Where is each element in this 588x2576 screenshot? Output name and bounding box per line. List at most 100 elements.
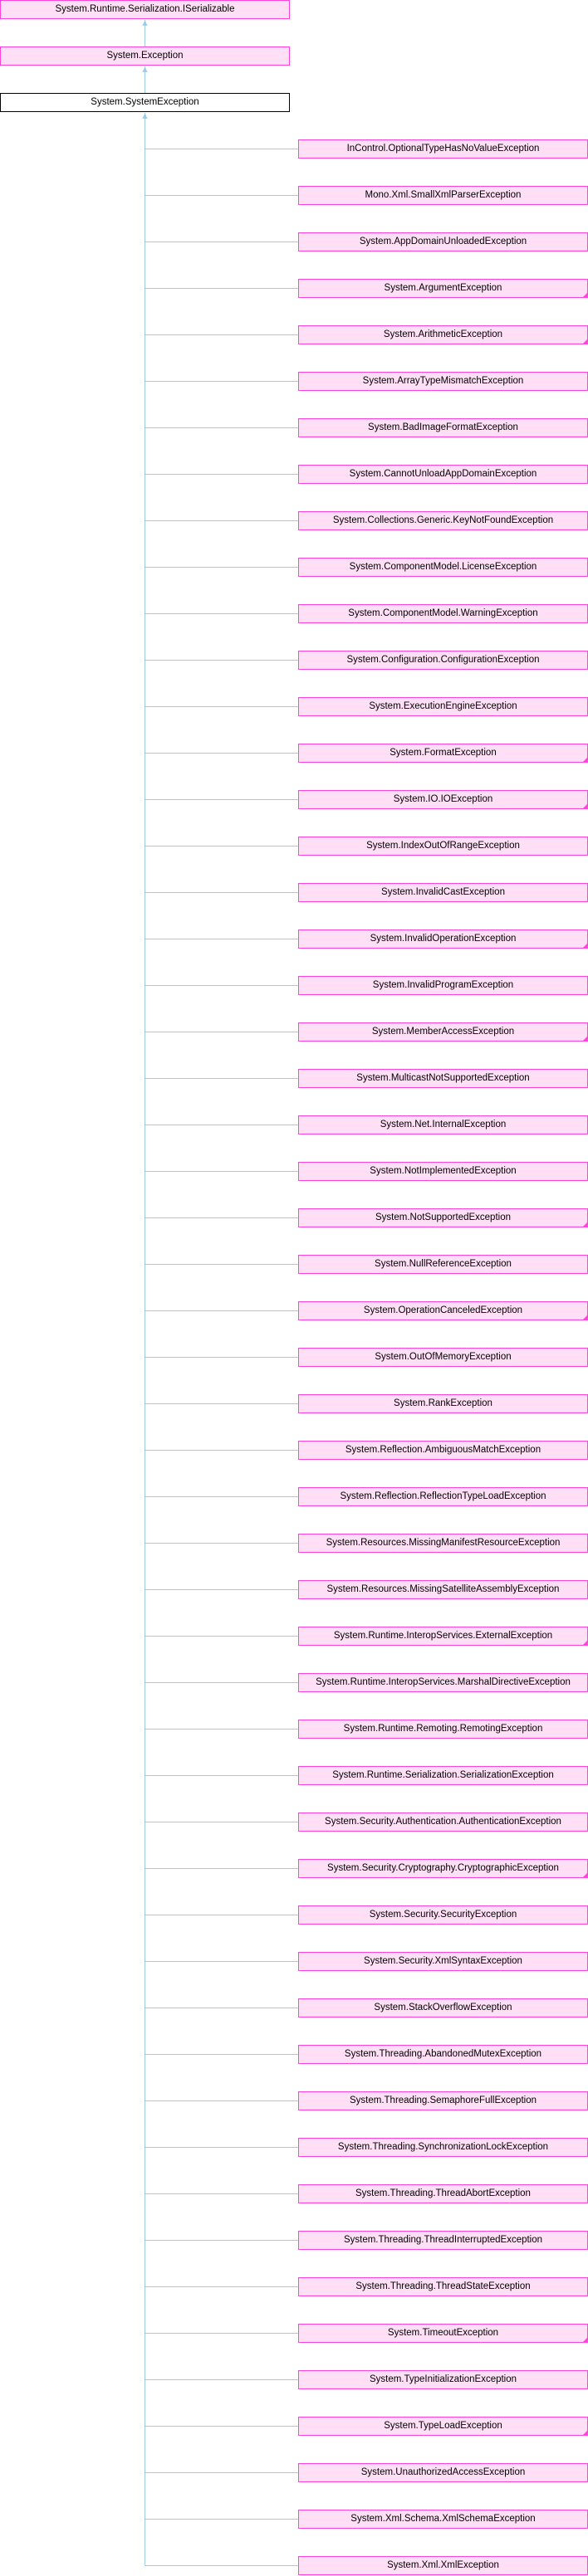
derived-class-label: System.TypeInitializationException [369,2374,517,2384]
derived-class-label: System.MulticastNotSupportedException [356,1073,530,1083]
derived-class-label: System.IndexOutOfRangeException [366,841,520,851]
derived-class-label: System.AppDomainUnloadedException [359,237,527,246]
arrow-head-icon [142,66,148,72]
derived-class-node[interactable]: System.Collections.Generic.KeyNotFoundEx… [298,511,588,530]
derived-class-label: System.ComponentModel.LicenseException [349,562,537,572]
derived-class-label: System.Threading.ThreadStateException [355,2281,531,2291]
has-subclasses-marker-icon [583,293,587,297]
derived-class-label: System.Threading.SemaphoreFullException [349,2095,537,2105]
derived-class-node[interactable]: System.Xml.XmlException [298,2556,588,2575]
derived-class-node[interactable]: System.Threading.ThreadAbortException [298,2184,588,2203]
derived-class-label: System.Runtime.Remoting.RemotingExceptio… [343,1724,543,1734]
derived-class-node[interactable]: System.TypeInitializationException [298,2370,588,2389]
derived-class-node[interactable]: System.Net.InternalException [298,1115,588,1134]
derived-class-label: System.Xml.Schema.XmlSchemaException [350,2514,536,2524]
derived-class-node[interactable]: System.InvalidProgramException [298,976,588,995]
derived-class-node[interactable]: System.BadImageFormatException [298,418,588,437]
derived-class-node[interactable]: System.Security.Authentication.Authentic… [298,1812,588,1832]
derived-class-node[interactable]: System.ComponentModel.WarningException [298,604,588,623]
derived-class-node[interactable]: System.InvalidOperationException [298,929,588,949]
derived-class-label: System.ArrayTypeMismatchException [362,376,524,386]
current-class-node: System.SystemException [0,93,290,112]
derived-class-node[interactable]: System.Runtime.InteropServices.ExternalE… [298,1627,588,1646]
derived-class-node[interactable]: System.Threading.ThreadInterruptedExcept… [298,2231,588,2250]
derived-class-node[interactable]: System.Security.Cryptography.Cryptograph… [298,1859,588,1878]
derived-class-node[interactable]: System.MulticastNotSupportedException [298,1069,588,1088]
has-subclasses-marker-icon [583,1037,587,1041]
derived-class-node[interactable]: Mono.Xml.SmallXmlParserException [298,186,588,205]
derived-class-node[interactable]: System.OperationCanceledException [298,1301,588,1320]
derived-class-label: System.NullReferenceException [375,1259,512,1269]
derived-class-node[interactable]: System.NotImplementedException [298,1162,588,1181]
ancestor-node-iserializable[interactable]: System.Runtime.Serialization.ISerializab… [0,0,290,19]
derived-class-label: System.ExecutionEngineException [369,701,517,711]
derived-class-label: System.NotImplementedException [370,1166,517,1176]
derived-class-label: System.TypeLoadException [384,2421,502,2431]
derived-class-node[interactable]: System.ExecutionEngineException [298,697,588,716]
derived-class-label: System.Security.SecurityException [369,1910,517,1920]
derived-class-node[interactable]: System.ArithmeticException [298,325,588,344]
derived-class-node[interactable]: System.Threading.SemaphoreFullException [298,2091,588,2110]
derived-class-node[interactable]: InControl.OptionalTypeHasNoValueExceptio… [298,139,588,159]
derived-class-node[interactable]: System.TypeLoadException [298,2417,588,2436]
derived-class-node[interactable]: System.IO.IOException [298,790,588,809]
derived-class-label: System.OperationCanceledException [363,1305,523,1315]
derived-class-label: System.MemberAccessException [371,1027,515,1037]
derived-class-node[interactable]: System.ArgumentException [298,279,588,298]
derived-class-node[interactable]: System.Configuration.ConfigurationExcept… [298,651,588,670]
derived-class-label: System.Threading.ThreadInterruptedExcept… [343,2235,543,2245]
derived-class-node[interactable]: System.TimeoutException [298,2324,588,2343]
derived-class-node[interactable]: System.ComponentModel.LicenseException [298,558,588,577]
derived-class-label: System.Threading.AbandonedMutexException [344,2049,542,2059]
has-subclasses-marker-icon [583,2338,587,2342]
derived-class-label: System.Net.InternalException [380,1120,507,1129]
derived-class-label: System.TimeoutException [387,2328,499,2338]
has-subclasses-marker-icon [583,758,587,762]
has-subclasses-marker-icon [583,804,587,808]
derived-class-node[interactable]: System.InvalidCastException [298,883,588,902]
derived-class-label: System.OutOfMemoryException [375,1352,512,1362]
derived-class-node[interactable]: System.MemberAccessException [298,1022,588,1042]
derived-class-node[interactable]: System.Threading.ThreadStateException [298,2277,588,2296]
derived-class-node[interactable]: System.CannotUnloadAppDomainException [298,465,588,484]
ancestor-node-exception[interactable]: System.Exception [0,46,290,66]
derived-class-node[interactable]: System.Reflection.ReflectionTypeLoadExce… [298,1487,588,1506]
derived-class-node[interactable]: System.OutOfMemoryException [298,1348,588,1367]
derived-class-node[interactable]: System.Security.XmlSyntaxException [298,1952,588,1971]
derived-class-node[interactable]: System.UnauthorizedAccessException [298,2463,588,2482]
derived-class-label: System.Runtime.Serialization.Serializati… [332,1770,554,1780]
derived-class-label: System.UnauthorizedAccessException [360,2467,526,2477]
has-subclasses-marker-icon [583,1222,587,1227]
derived-class-label: System.ArgumentException [384,283,502,293]
derived-class-label: System.InvalidOperationException [370,934,517,944]
derived-class-node[interactable]: System.Resources.MissingSatelliteAssembl… [298,1580,588,1599]
derived-class-node[interactable]: System.AppDomainUnloadedException [298,232,588,251]
derived-class-node[interactable]: System.Threading.SynchronizationLockExce… [298,2138,588,2157]
derived-class-node[interactable]: System.StackOverflowException [298,1998,588,2017]
derived-class-label: System.ComponentModel.WarningException [348,608,538,618]
derived-class-node[interactable]: System.ArrayTypeMismatchException [298,372,588,391]
derived-class-label: System.Reflection.ReflectionTypeLoadExce… [340,1491,546,1501]
derived-class-node[interactable]: System.RankException [298,1394,588,1413]
derived-class-node[interactable]: System.Runtime.Serialization.Serializati… [298,1766,588,1785]
derived-class-node[interactable]: System.Threading.AbandonedMutexException [298,2045,588,2064]
derived-class-label: System.IO.IOException [393,794,493,804]
derived-class-node[interactable]: System.NotSupportedException [298,1208,588,1227]
derived-class-node[interactable]: System.Resources.MissingManifestResource… [298,1534,588,1553]
derived-class-node[interactable]: System.Runtime.Remoting.RemotingExceptio… [298,1720,588,1739]
derived-class-node[interactable]: System.FormatException [298,744,588,763]
derived-class-label: System.InvalidProgramException [372,980,514,990]
derived-class-node[interactable]: System.Security.SecurityException [298,1905,588,1925]
derived-class-node[interactable]: System.IndexOutOfRangeException [298,837,588,856]
derived-class-label: InControl.OptionalTypeHasNoValueExceptio… [346,144,540,154]
derived-class-label: System.CannotUnloadAppDomainException [349,469,537,479]
derived-class-node[interactable]: System.NullReferenceException [298,1255,588,1274]
derived-class-node[interactable]: System.Reflection.AmbiguousMatchExceptio… [298,1441,588,1460]
derived-class-node[interactable]: System.Xml.Schema.XmlSchemaException [298,2510,588,2529]
derived-class-label: System.Security.Authentication.Authentic… [325,1817,561,1827]
derived-class-node[interactable]: System.Runtime.InteropServices.MarshalDi… [298,1673,588,1692]
derived-class-label: System.Runtime.InteropServices.MarshalDi… [316,1677,571,1687]
has-subclasses-marker-icon [583,1315,587,1320]
derived-class-label: System.Collections.Generic.KeyNotFoundEx… [332,515,554,525]
derived-class-label: System.Resources.MissingManifestResource… [326,1538,561,1548]
